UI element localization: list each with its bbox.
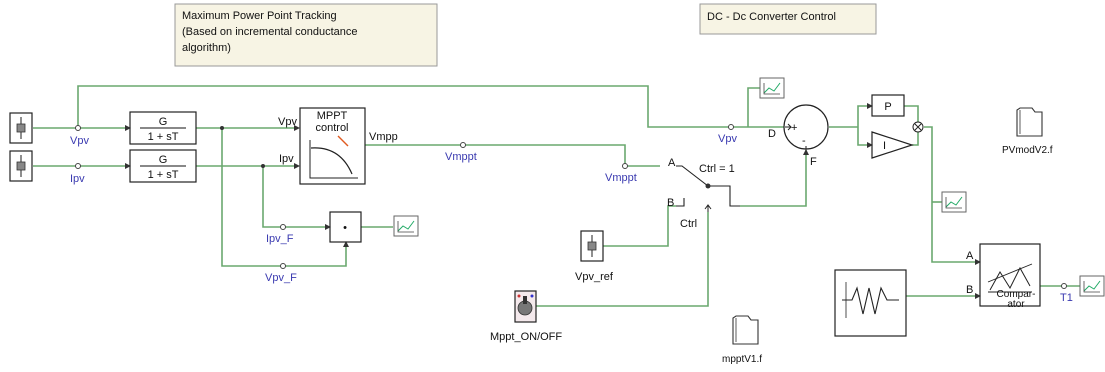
vmppt-label-mid: Vmppt [445, 151, 477, 163]
vpv-ref-slider[interactable] [580, 230, 604, 262]
file-icon-pvmod[interactable] [1016, 107, 1043, 137]
p-out-wire [904, 105, 919, 122]
mppt-in-ipv-label: Ipv [279, 153, 294, 165]
mppt-arrow-icon [337, 135, 349, 147]
vpv-meter-icon[interactable] [759, 77, 785, 99]
vpv-bus-wire [77, 85, 785, 128]
ipv-f-label: Ipv_F [266, 233, 294, 245]
dcdc-note-box [699, 3, 877, 35]
control-meter-icon[interactable] [941, 191, 967, 213]
ipv-source-slider[interactable] [9, 150, 33, 182]
i-out-wire [912, 132, 919, 146]
vpv-junction [220, 126, 224, 130]
mppt-note-line1: Maximum Power Point Tracking [182, 10, 337, 22]
multiplier-block[interactable]: • [329, 211, 362, 243]
ipv-filter-den: 1 + sT [148, 169, 179, 181]
triangle-wave-source[interactable] [834, 269, 907, 337]
switch-out-wire [740, 150, 807, 207]
pi-integral-block[interactable]: I [871, 131, 914, 159]
t1-label: T1 [1060, 292, 1073, 304]
switch-port-b: B [667, 197, 674, 209]
comparator-label-2: ator [1007, 299, 1025, 310]
vpv-node-right [728, 124, 734, 130]
summer-f-label: F [810, 156, 817, 168]
ipv-f-node [280, 224, 286, 230]
summer-plus: + [791, 122, 797, 134]
mppt-onoff-switch[interactable] [514, 290, 537, 323]
mppt-in-vpv-label: Vpv [278, 116, 297, 128]
pi-i-wire [857, 127, 872, 146]
vpv-f-label: Vpv_F [265, 272, 297, 284]
comparator-port-a: A [966, 250, 974, 262]
pi-p-label: P [884, 101, 891, 113]
ipv-signal-label: Ipv [70, 173, 85, 185]
mppt-control-block[interactable]: MPPT control [299, 107, 366, 185]
switch-port-a: A [668, 157, 676, 169]
pi-i-label: I [883, 140, 886, 152]
arrowheads [125, 103, 981, 299]
ipv-junction [261, 164, 265, 168]
vmppt-node-right [622, 163, 628, 169]
summer-d-label: D [768, 128, 776, 140]
switch-ctrl-eq: Ctrl = 1 [699, 163, 735, 175]
t1-meter-icon[interactable] [1079, 275, 1105, 297]
vpv-label-right: Vpv [718, 133, 737, 145]
comparator-block[interactable]: Compar- ator [979, 243, 1041, 310]
mppt-note-line2: (Based on incremental conductance [182, 26, 358, 38]
vmppt-node [460, 142, 466, 148]
mppt-note-line3: algorithm) [182, 42, 231, 54]
vpv-signal-label: Vpv [70, 135, 89, 147]
ctrl-wire [536, 212, 709, 307]
vmppt-label-right: Vmppt [605, 172, 637, 184]
switch-ctrl-label: Ctrl [680, 218, 697, 230]
ipv-filter-block[interactable]: G 1 + sT [129, 149, 197, 183]
file-icon-mppt[interactable] [732, 315, 759, 345]
comparator-port-b: B [966, 284, 973, 296]
mppt-out-label: Vmpp [369, 131, 398, 143]
summer-minus: - [802, 135, 806, 147]
vpv-ref-label: Vpv_ref [575, 271, 614, 283]
dcdc-note-text: DC - Dc Converter Control [707, 11, 836, 23]
mppt-title-line1: MPPT [317, 110, 348, 122]
file-pvmod-label: PVmodV2.f [1002, 145, 1053, 156]
vpv-filter-num: G [159, 116, 168, 128]
vpv-source-slider[interactable] [9, 112, 33, 144]
pi-proportional-block[interactable]: P [871, 94, 905, 117]
mppt-onoff-label: Mppt_ON/OFF [490, 331, 562, 343]
pi-to-comparator-wire [924, 126, 980, 263]
mppt-title-line2: control [315, 122, 348, 134]
mppt-note-box [174, 3, 438, 67]
ipv-filter-num: G [159, 154, 168, 166]
vpv-meter-wire [747, 87, 760, 127]
ipv-f-wire [262, 166, 330, 228]
comparator-label-1: Compar- [997, 289, 1036, 300]
vpv-filter-den: 1 + sT [148, 131, 179, 143]
vpv-ref-wire [603, 205, 676, 247]
pi-sum-node [912, 121, 924, 133]
t1-node [1061, 283, 1067, 289]
power-meter-icon[interactable] [393, 215, 419, 237]
pi-p-wire [857, 105, 872, 127]
vpv-node [75, 125, 81, 131]
pv-curve-icon [310, 147, 353, 175]
ipv-node [75, 163, 81, 169]
vpv-filter-block[interactable]: G 1 + sT [129, 111, 197, 145]
file-mppt-label: mpptV1.f [722, 354, 762, 365]
vpv-f-node [280, 263, 286, 269]
vmppt-wire [365, 144, 660, 167]
multiplier-symbol: • [343, 222, 347, 234]
selector-switch[interactable]: A B Ctrl = 1 Ctrl [667, 157, 740, 230]
